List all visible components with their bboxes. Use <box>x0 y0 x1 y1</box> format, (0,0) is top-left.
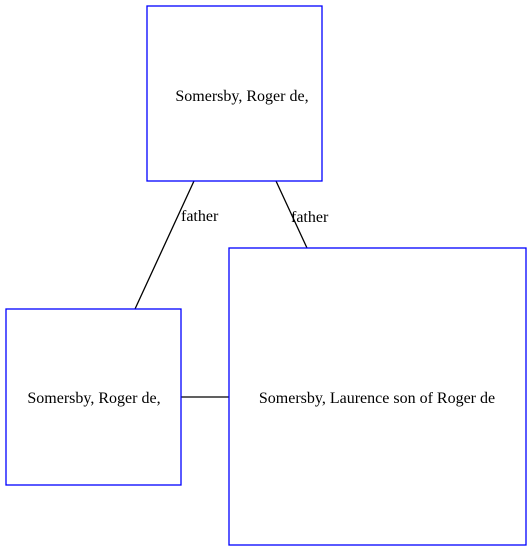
node-right-label: Somersby, Laurence son of Roger de <box>259 390 495 407</box>
node-right-box <box>228 247 527 546</box>
node-right[interactable]: Somersby, Laurence son of Roger de <box>228 247 527 546</box>
node-left[interactable]: Somersby, Roger de, <box>5 308 182 486</box>
node-top[interactable]: Somersby, Roger de, <box>146 5 323 182</box>
edge-label-top-to-right: father <box>291 209 329 226</box>
node-top-box <box>146 5 323 182</box>
edge-label-top-to-left: father <box>181 208 219 225</box>
edge-top-to-left <box>134 180 195 310</box>
node-top-label: Somersby, Roger de, <box>175 88 308 105</box>
edge-top-to-right <box>275 180 308 249</box>
node-left-box <box>5 308 182 486</box>
node-left-label: Somersby, Roger de, <box>27 390 160 407</box>
